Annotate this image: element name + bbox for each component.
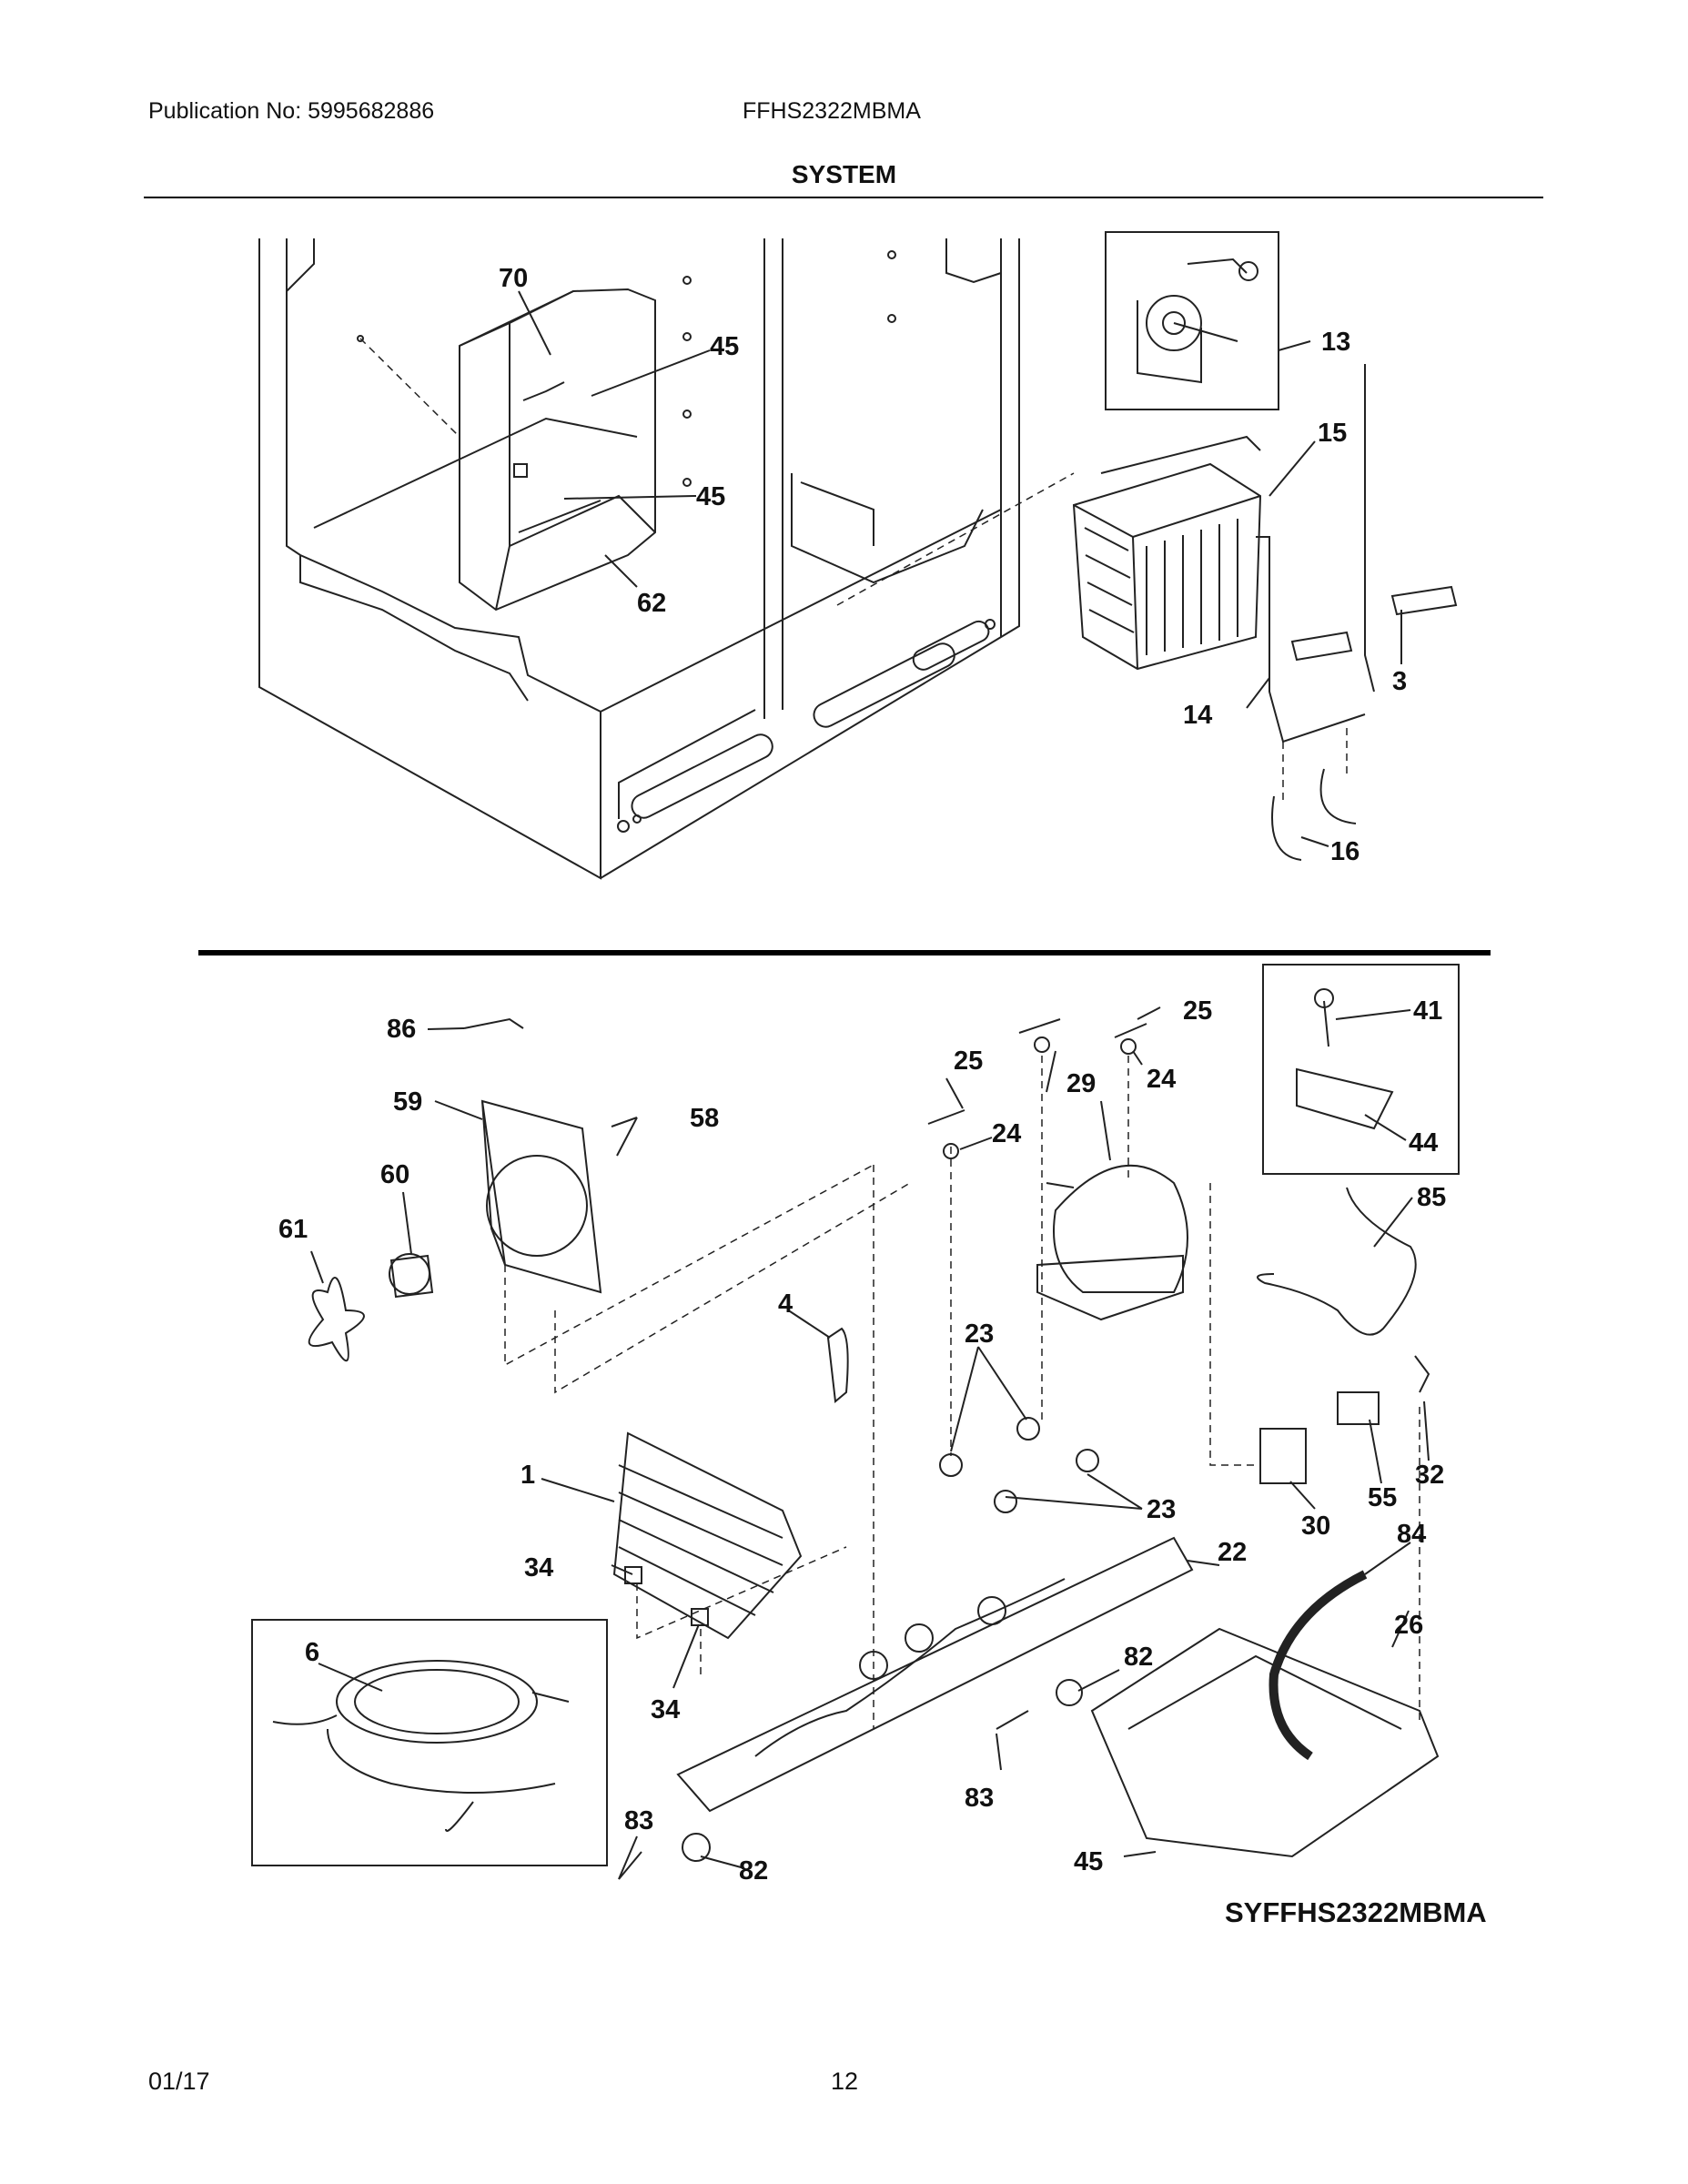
inset-box-13 [1105,231,1279,410]
header-divider [144,197,1543,198]
callout-45-lower: 45 [696,482,725,511]
callout-45-bottom: 45 [1074,1847,1103,1876]
callout-70: 70 [499,264,528,293]
section-divider [198,950,1491,956]
condenser-fan-motor-60 [389,1253,434,1299]
callout-4: 4 [778,1289,793,1319]
callout-86: 86 [387,1015,416,1044]
grommet-34b [691,1608,709,1626]
callout-1: 1 [521,1461,535,1490]
wire-32 [1414,1355,1430,1393]
callout-82-left: 82 [739,1856,768,1886]
callout-83-left: 83 [624,1806,653,1835]
callout-22: 22 [1218,1538,1247,1567]
callout-13: 13 [1321,328,1350,357]
relay-30-overload-55 [1259,1391,1380,1484]
callout-3: 3 [1392,667,1407,696]
callout-55: 55 [1368,1483,1397,1512]
callout-58: 58 [690,1104,719,1133]
callout-24-right: 24 [1147,1065,1176,1094]
callout-83-right: 83 [965,1784,994,1813]
publication-number: Publication No: 5995682886 [148,98,435,124]
inset-box-6 [251,1619,608,1866]
callout-61: 61 [278,1215,308,1244]
foam-block-3 [1290,585,1458,662]
callout-34-lower: 34 [651,1695,680,1724]
fan-blade-61 [308,1277,365,1362]
callout-45-upper: 45 [710,332,739,361]
callout-84: 84 [1397,1520,1426,1549]
callout-82-right: 82 [1124,1643,1153,1672]
washer-24 [943,1036,1137,1159]
drain-pan-26 [1090,1627,1440,1858]
callout-60: 60 [380,1160,409,1189]
evaporator-fan-motor-13 [1137,258,1258,384]
callout-30: 30 [1301,1512,1330,1541]
process-tube-25 [927,1018,1147,1125]
callout-62: 62 [637,589,666,618]
callout-14: 14 [1183,701,1212,730]
grommet-34 [624,1566,642,1584]
drier-4 [826,1327,849,1403]
heater-wire-14 [1364,364,1375,693]
callout-26: 26 [1394,1611,1423,1640]
drain-tube-84 [1269,1570,1368,1761]
callout-59: 59 [393,1087,422,1117]
wire-harness-6 [272,1660,570,1832]
model-number: FFHS2322MBMA [743,98,921,124]
diagram-code: SYFFHS2322MBMA [1225,1896,1487,1928]
callout-32: 32 [1415,1461,1444,1490]
cabinet-liner-drawing [258,238,1020,880]
compressor-29 [1036,1164,1188,1321]
callout-6: 6 [305,1638,319,1667]
footer-date: 01/17 [148,2068,210,2095]
callout-34-upper: 34 [524,1553,553,1582]
motor-mount-foot-82 [682,1679,1083,1862]
ice-chute-62 [459,288,656,612]
screw-83 [618,1710,1029,1880]
condenser-1 [612,1431,803,1640]
callout-29: 29 [1066,1069,1096,1098]
callout-85: 85 [1417,1183,1446,1212]
evaporator-15 [1072,435,1366,743]
clip-85 [1257,1187,1417,1336]
inset-box-41-44 [1262,964,1460,1175]
callout-23-lower: 23 [1147,1495,1176,1524]
base-tray-22 [676,1536,1194,1813]
condenser-fan-shroud-59 [480,1099,602,1294]
section-title: SYSTEM [791,160,897,188]
page-number: 12 [831,2068,859,2095]
grommets-23 [939,1417,1099,1513]
callout-16: 16 [1330,837,1359,866]
clips-16 [1271,768,1357,861]
callout-23-upper: 23 [965,1320,994,1349]
bracket-86 [463,1017,524,1029]
callout-44: 44 [1409,1128,1438,1158]
screw-41 [1314,988,1334,1047]
callout-15: 15 [1318,419,1347,448]
callout-25-left: 25 [954,1046,983,1076]
bracket-44 [1296,1067,1394,1130]
callout-41: 41 [1413,996,1442,1026]
callout-25-right: 25 [1183,996,1212,1026]
callout-24-left: 24 [992,1119,1021,1148]
